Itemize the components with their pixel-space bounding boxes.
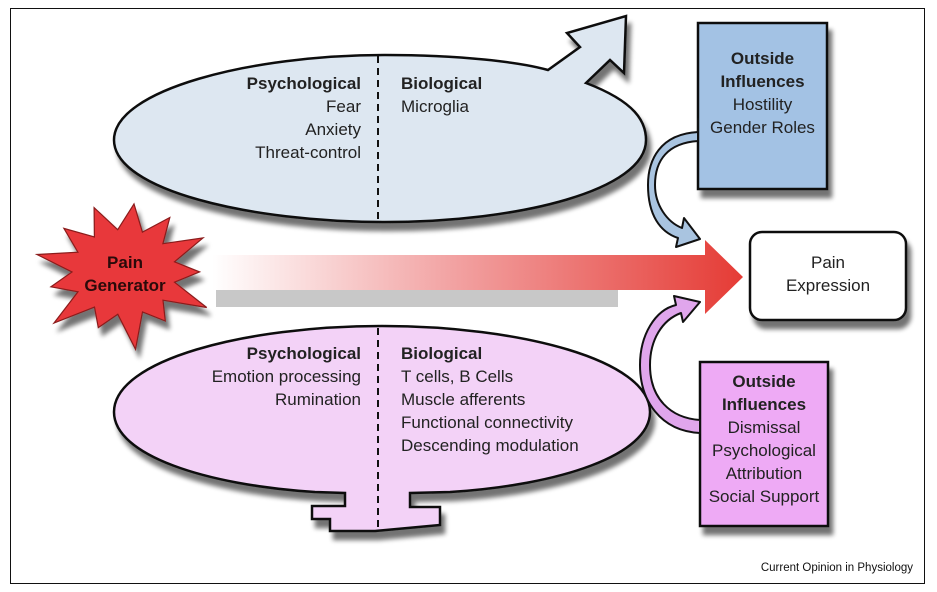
top-outside-influences-heading: Influences xyxy=(720,72,805,91)
starburst-shape xyxy=(34,202,208,352)
bottom-ellipse xyxy=(112,324,652,533)
pain-expression-label: Pain Expression xyxy=(750,251,906,297)
bottom-outside-influences-item: Dismissal xyxy=(727,418,801,437)
bottom-ellipse-shape xyxy=(112,324,652,533)
bottom-outside-influences-item: Social Support xyxy=(708,487,820,506)
pain-expression-line2: Expression xyxy=(785,276,871,295)
bottom-outside-influences-heading: Influences xyxy=(721,395,807,414)
top-biological-column: Biological Microglia xyxy=(401,72,482,118)
bottom-psychological-item: Rumination xyxy=(275,390,361,409)
bottom-psychological-item: Emotion processing xyxy=(211,367,361,386)
pain-expression-box xyxy=(748,230,908,322)
pain-generator-line1: Pain xyxy=(107,253,143,272)
journal-credit: Current Opinion in Physiology xyxy=(760,562,913,574)
top-psychological-column: Psychological Fear Anxiety Threat-contro… xyxy=(200,72,361,164)
bottom-curved-arrow xyxy=(639,295,701,434)
bottom-biological-item: Functional connectivity xyxy=(401,413,573,432)
top-outside-influences-box xyxy=(696,21,829,191)
top-biological-heading: Biological xyxy=(401,74,483,93)
top-psychological-item: Fear xyxy=(326,97,361,116)
top-curved-arrow xyxy=(647,118,701,248)
top-outside-influences-text: Outside Influences Hostility Gender Role… xyxy=(698,47,827,139)
bottom-outside-influences-text: Outside Influences Dismissal Psychologic… xyxy=(700,370,828,508)
top-outside-influences-item: Hostility xyxy=(732,95,793,114)
bottom-biological-item: Descending modulation xyxy=(401,436,579,455)
bottom-outside-influences-box xyxy=(698,360,830,528)
top-outside-influences-heading: Outside xyxy=(730,49,795,68)
top-psychological-item: Threat-control xyxy=(255,143,361,162)
top-psychological-heading: Psychological xyxy=(246,74,361,93)
bottom-psychological-heading: Psychological xyxy=(246,344,361,363)
top-ellipse xyxy=(112,14,648,224)
pain-generator-line2: Generator xyxy=(84,276,166,295)
bottom-outside-influences-item: Psychological xyxy=(712,441,816,460)
pain-expression-line1: Pain xyxy=(810,253,846,272)
bottom-biological-item: T cells, B Cells xyxy=(401,367,514,386)
top-biological-item: Microglia xyxy=(401,97,470,116)
bottom-biological-heading: Biological xyxy=(401,344,483,363)
bottom-biological-column: Biological T cells, B Cells Muscle affer… xyxy=(401,342,579,457)
top-psychological-item: Anxiety xyxy=(305,120,361,139)
bottom-biological-item: Muscle afferents xyxy=(401,390,526,409)
top-outside-influences-item: Gender Roles xyxy=(710,118,815,137)
main-arrow-shape xyxy=(212,240,743,314)
main-arrow xyxy=(212,240,743,314)
bottom-outside-influences-item: Attribution xyxy=(725,464,803,483)
bottom-outside-influences-heading: Outside xyxy=(732,372,796,391)
bottom-psychological-column: Psychological Emotion processing Ruminat… xyxy=(160,342,361,411)
pain-generator-label: Pain Generator xyxy=(70,251,180,297)
pain-generator-starburst xyxy=(34,202,208,352)
top-ellipse-shape xyxy=(112,14,648,224)
